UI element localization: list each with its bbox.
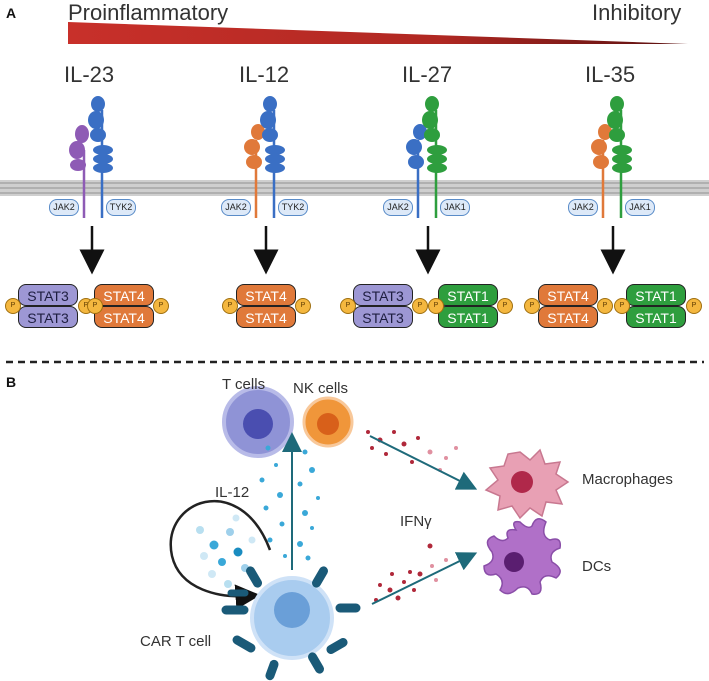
il23-label: IL-23: [64, 62, 115, 87]
panel-b-letter: B: [6, 374, 17, 390]
inhibitory-label: Inhibitory: [592, 0, 682, 25]
il23-stat3-top: STAT3: [18, 284, 78, 306]
ifng-dots-lower: [374, 543, 448, 602]
il27-stat1-bottom: STAT1: [438, 306, 498, 328]
il23-jak-left: JAK2: [49, 199, 79, 216]
il23-stat3-bottom: STAT3: [18, 306, 78, 328]
il35-receptor: [591, 96, 632, 218]
il27-label: IL-27: [402, 62, 453, 87]
dcs-label: DCs: [582, 558, 612, 575]
il35-stat1-bottom: STAT1: [626, 306, 686, 328]
il23-jak-right: TYK2: [106, 199, 136, 216]
t-cells-label: T cells: [222, 376, 266, 393]
phospho-dot: P: [295, 298, 311, 314]
phospho-dot: P: [153, 298, 169, 314]
phospho-dot: P: [222, 298, 238, 314]
ifng-dots-upper: [366, 430, 458, 472]
il12-jak-right: TYK2: [278, 199, 308, 216]
il27-jak-left: JAK2: [383, 199, 413, 216]
il12-receptor: [244, 96, 285, 218]
il35-jak-left: JAK2: [568, 199, 598, 216]
il12-stat4-bottom: STAT4: [236, 306, 296, 328]
phospho-dot: P: [686, 298, 702, 314]
il27-stat3-top: STAT3: [353, 284, 413, 306]
macrophages-label: Macrophages: [582, 471, 673, 488]
il35-jak-right: JAK1: [625, 199, 655, 216]
nk-cells-label: NK cells: [293, 380, 349, 397]
il27-jak-right: JAK1: [440, 199, 470, 216]
il12-label: IL-12: [239, 62, 290, 87]
il12-autocrine-arrow: [169, 499, 272, 610]
il27-stat1-top: STAT1: [438, 284, 498, 306]
il12-jak-left: JAK2: [221, 199, 251, 216]
phospho-dot: P: [340, 298, 356, 314]
phospho-dot: P: [524, 298, 540, 314]
phospho-dot: P: [497, 298, 513, 314]
macrophage-shape: [484, 448, 570, 520]
proinflammatory-label: Proinflammatory: [68, 0, 229, 25]
il12-label-b: IL-12: [215, 484, 250, 501]
phospho-dot: P: [5, 298, 21, 314]
il27-receptor: [406, 96, 447, 218]
phospho-dot: P: [428, 298, 444, 314]
il23-stat4-bottom: STAT4: [94, 306, 154, 328]
il12-stat4-top: STAT4: [236, 284, 296, 306]
il23-receptor: [69, 96, 113, 218]
il35-label: IL-35: [585, 62, 636, 87]
ifng-arrow-to-macrophages: [369, 435, 478, 490]
phospho-dot: P: [597, 298, 613, 314]
ifng-label: IFNγ: [400, 513, 432, 530]
il35-stat4-top: STAT4: [538, 284, 598, 306]
il35-stat4-bottom: STAT4: [538, 306, 598, 328]
ifng-arrow-to-dcs: [371, 552, 478, 605]
panel-a-letter: A: [6, 5, 17, 21]
il23-stat4-top: STAT4: [94, 284, 154, 306]
dc-shape: [483, 518, 562, 595]
gradient-wedge: [68, 22, 688, 44]
car-t-cell-label: CAR T cell: [140, 633, 212, 650]
il27-stat3-bottom: STAT3: [353, 306, 413, 328]
car-t-cell-shape: [221, 566, 361, 681]
il35-stat1-top: STAT1: [626, 284, 686, 306]
phospho-dot: P: [87, 298, 103, 314]
phospho-dot: P: [412, 298, 428, 314]
phospho-dot: P: [614, 298, 630, 314]
il12-dots: [196, 445, 320, 588]
